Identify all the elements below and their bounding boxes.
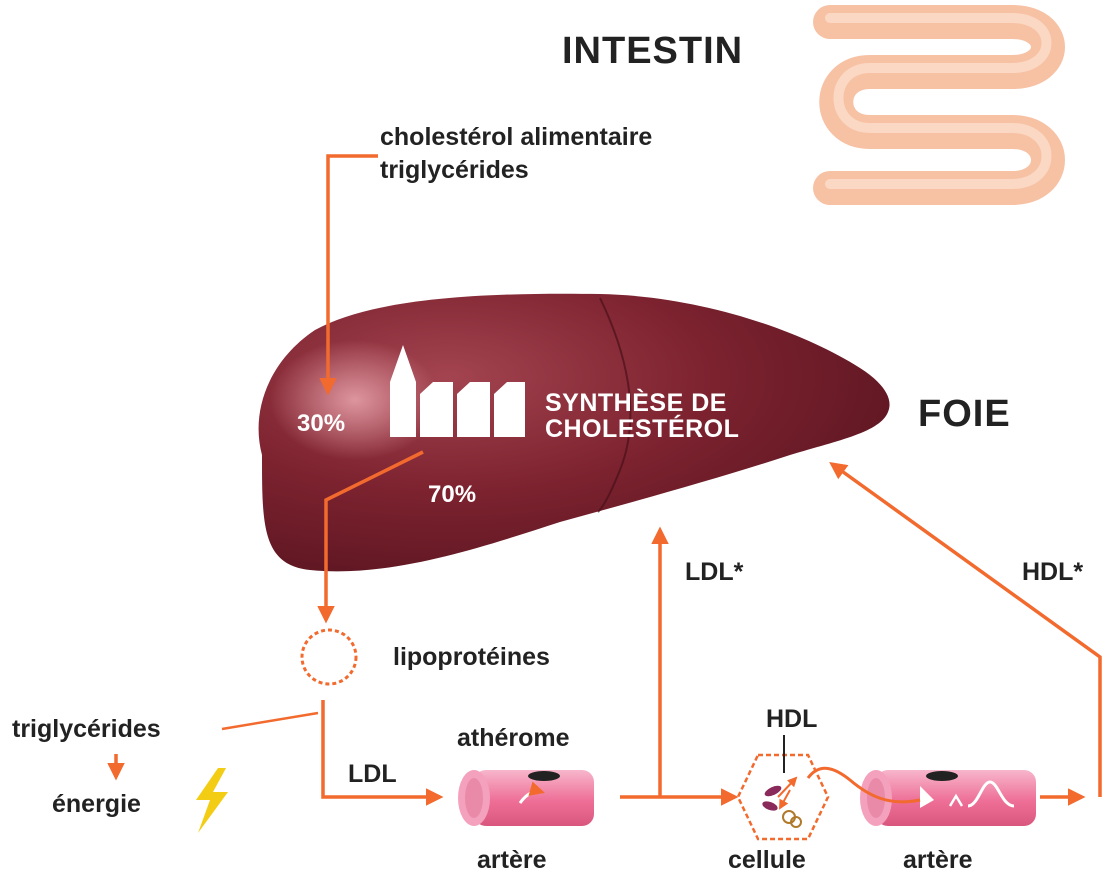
cell-label: cellule bbox=[728, 846, 806, 875]
lipoprotein-icon bbox=[302, 630, 356, 684]
triglycerides-label: triglycérides bbox=[12, 715, 161, 744]
ldl-label: LDL bbox=[348, 760, 397, 789]
energy-label: énergie bbox=[52, 790, 141, 819]
dietary-triglycerides-label: triglycérides bbox=[380, 156, 529, 185]
lipoproteins-label: lipoprotéines bbox=[393, 643, 550, 672]
hdl-label: HDL bbox=[766, 705, 817, 734]
atheroma-label: athérome bbox=[457, 724, 570, 753]
pct30-label: 30% bbox=[297, 410, 345, 438]
artery-icon bbox=[860, 770, 1036, 826]
intestine-label: INTESTIN bbox=[562, 30, 743, 73]
artery1-label: artère bbox=[477, 846, 547, 875]
lightning-icon bbox=[196, 768, 228, 833]
triglycerides-link-line bbox=[222, 713, 318, 729]
synthesis-line1: SYNTHÈSE DE bbox=[545, 389, 727, 418]
hdl-star-return-arrow bbox=[832, 464, 1100, 797]
synthesis-line2: CHOLESTÉROL bbox=[545, 415, 739, 444]
pct70-label: 70% bbox=[428, 481, 476, 509]
artery2-label: artère bbox=[903, 846, 973, 875]
liver-label: FOIE bbox=[918, 393, 1011, 436]
hdl-star-label: HDL* bbox=[1022, 558, 1083, 587]
artery-icon bbox=[458, 770, 594, 826]
ldl-star-label: LDL* bbox=[685, 558, 743, 587]
intestine-icon bbox=[830, 18, 1048, 188]
dietary-cholesterol-label: cholestérol alimentaire bbox=[380, 123, 652, 152]
